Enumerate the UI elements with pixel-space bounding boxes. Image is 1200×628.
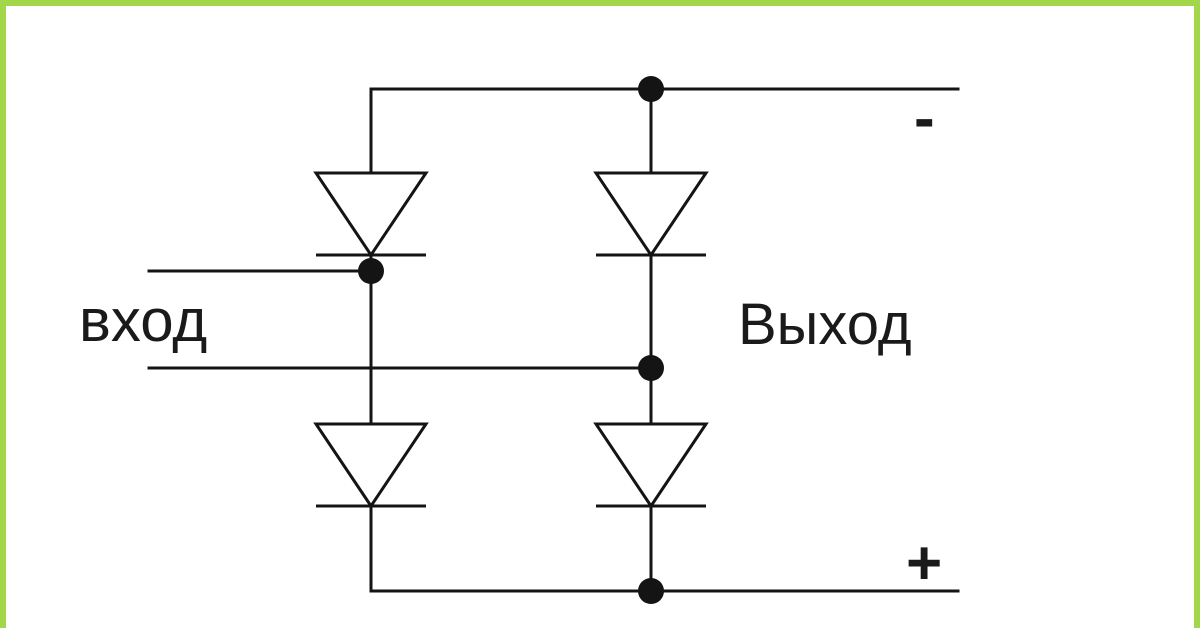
diode-triangle [593,422,709,509]
junction-node-bottom [638,578,664,604]
bridge-rectifier-diagram: вход Выход - + [79,76,960,604]
junction-node-left [358,258,384,284]
input-label: вход [79,287,207,354]
diode-bottom-right [593,422,709,509]
diode-top-right [593,171,709,258]
output-label: Выход [738,292,912,357]
diode-top-left [313,171,429,258]
diode-triangle [313,422,429,509]
junction-node-right [638,355,664,381]
junction-node-top [638,76,664,102]
diode-triangle [593,171,709,258]
junction-nodes [358,76,664,604]
diode-triangle [313,171,429,258]
plus-terminal-label: + [906,529,942,598]
minus-terminal-label: - [914,84,935,153]
diode-bottom-left [313,422,429,509]
